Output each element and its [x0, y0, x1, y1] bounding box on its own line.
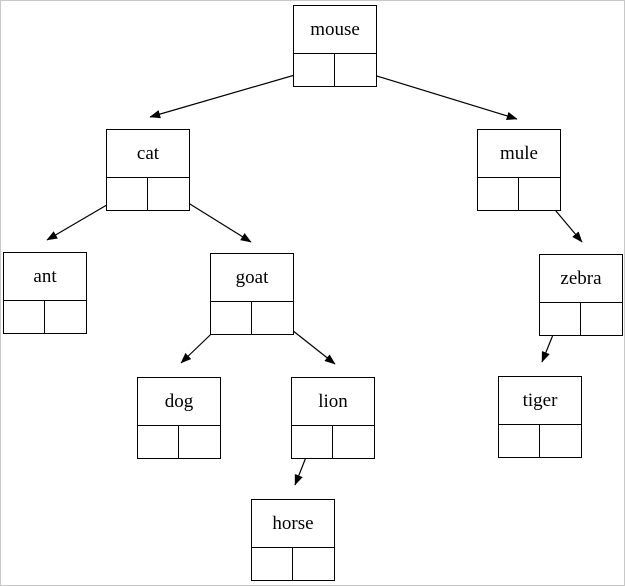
node-pointer-row: [252, 548, 334, 580]
tree-node-mule[interactable]: mule: [477, 129, 561, 211]
tree-node-dog[interactable]: dog: [137, 377, 221, 459]
node-label: mouse: [294, 6, 376, 54]
left-pointer-cell[interactable]: [292, 426, 333, 458]
right-pointer-cell[interactable]: [333, 426, 374, 458]
left-pointer-cell[interactable]: [499, 425, 540, 457]
right-pointer-cell[interactable]: [519, 178, 560, 210]
tree-node-goat[interactable]: goat: [210, 253, 294, 335]
right-pointer-cell[interactable]: [540, 425, 581, 457]
node-pointer-row: [138, 426, 220, 458]
right-pointer-cell[interactable]: [179, 426, 220, 458]
left-pointer-cell[interactable]: [540, 303, 581, 335]
node-label: dog: [138, 378, 220, 426]
node-pointer-row: [4, 301, 86, 333]
tree-node-mouse[interactable]: mouse: [293, 5, 377, 87]
right-pointer-cell[interactable]: [335, 54, 376, 86]
node-pointer-row: [294, 54, 376, 86]
node-label: ant: [4, 253, 86, 301]
right-pointer-cell[interactable]: [581, 303, 622, 335]
node-pointer-row: [107, 178, 189, 210]
tree-node-ant[interactable]: ant: [3, 252, 87, 334]
node-pointer-row: [292, 426, 374, 458]
node-label: tiger: [499, 377, 581, 425]
right-pointer-cell[interactable]: [252, 302, 293, 334]
node-label: goat: [211, 254, 293, 302]
left-pointer-cell[interactable]: [478, 178, 519, 210]
right-pointer-cell[interactable]: [293, 548, 334, 580]
right-pointer-cell[interactable]: [45, 301, 86, 333]
tree-node-horse[interactable]: horse: [251, 499, 335, 581]
left-pointer-cell[interactable]: [138, 426, 179, 458]
node-label: mule: [478, 130, 560, 178]
tree-node-zebra[interactable]: zebra: [539, 254, 623, 336]
node-pointer-row: [499, 425, 581, 457]
node-label: cat: [107, 130, 189, 178]
left-pointer-cell[interactable]: [211, 302, 252, 334]
left-pointer-cell[interactable]: [294, 54, 335, 86]
node-pointer-row: [478, 178, 560, 210]
left-pointer-cell[interactable]: [252, 548, 293, 580]
edge-mouse-left-to-cat: [149, 69, 313, 119]
node-pointer-row: [540, 303, 622, 335]
tree-node-tiger[interactable]: tiger: [498, 376, 582, 458]
node-label: horse: [252, 500, 334, 548]
right-pointer-cell[interactable]: [148, 178, 189, 210]
edge-mouse-right-to-mule: [353, 68, 518, 121]
node-label: zebra: [540, 255, 622, 303]
left-pointer-cell[interactable]: [107, 178, 148, 210]
node-label: lion: [292, 378, 374, 426]
tree-node-cat[interactable]: cat: [106, 129, 190, 211]
tree-node-lion[interactable]: lion: [291, 377, 375, 459]
node-pointer-row: [211, 302, 293, 334]
left-pointer-cell[interactable]: [4, 301, 45, 333]
